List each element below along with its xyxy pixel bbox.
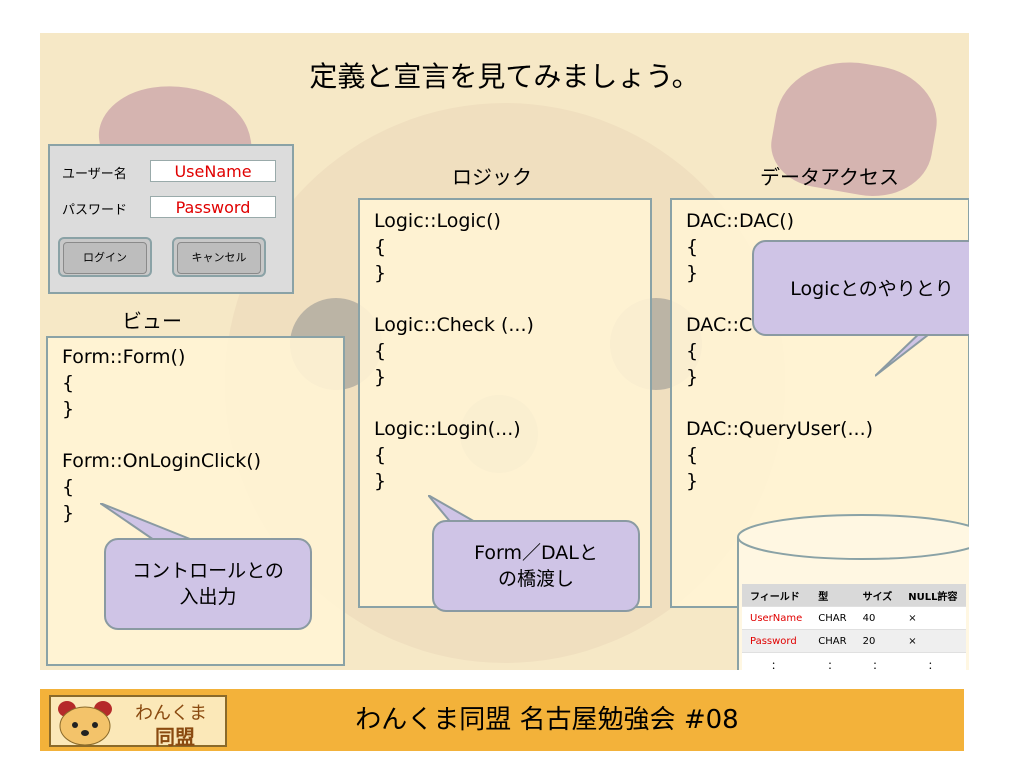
login-button-label: ログイン: [63, 242, 147, 274]
cancel-button-label: キャンセル: [177, 242, 261, 274]
login-button[interactable]: ログイン: [58, 237, 152, 277]
table-row: ： ： ： ：: [742, 652, 966, 670]
logo-text-line2: 同盟: [155, 725, 195, 749]
wankuma-logo: わんくま 同盟: [49, 695, 227, 749]
table-cell: CHAR: [810, 629, 855, 653]
logic-callout: Form／DALと の橋渡し: [432, 520, 640, 612]
table-row: Password CHAR 20 ×: [742, 629, 966, 653]
table-cell: UserName: [742, 606, 811, 630]
dac-heading: データアクセス: [760, 165, 899, 189]
dac-callout: Logicとのやりとり: [752, 240, 969, 336]
logic-callout-text: Form／DALと の橋渡し: [474, 542, 598, 590]
table-cell: 40: [854, 606, 901, 630]
login-form-mockup: ユーザー名 UseName パスワード Password ログイン キャンセル: [48, 144, 294, 294]
table-row: UserName CHAR 40 ×: [742, 606, 966, 630]
column-header: フィールド: [742, 584, 811, 607]
table-header-row: フィールド 型 サイズ NULL許容: [742, 584, 966, 607]
table-cell: ：: [742, 652, 811, 670]
column-header: NULL許容: [900, 584, 966, 607]
table-cell: Password: [742, 629, 811, 653]
dac-callout-text: Logicとのやりとり: [790, 278, 954, 300]
table-cell: ×: [900, 629, 966, 653]
table-cell: ：: [900, 652, 966, 670]
bear-icon: [58, 701, 112, 745]
table-cell: CHAR: [810, 606, 855, 630]
cancel-button[interactable]: キャンセル: [172, 237, 266, 277]
view-callout: コントロールとの 入出力: [104, 538, 312, 630]
footer-bar: わんくま 同盟 わんくま同盟 名古屋勉強会 #08: [40, 689, 964, 751]
slide-title: 定義と宣言を見てみましょう。: [309, 60, 700, 93]
view-code: Form::Form() { } Form::OnLoginClick() { …: [62, 346, 262, 524]
logo-text-line1: わんくま: [135, 703, 207, 724]
dac-callout-tail: [875, 328, 939, 377]
table-cell: 20: [854, 629, 901, 653]
username-label: ユーザー名: [62, 167, 127, 182]
column-header: 型: [810, 584, 855, 607]
table-cell: ：: [854, 652, 901, 670]
view-heading: ビュー: [122, 309, 182, 333]
logic-heading: ロジック: [452, 165, 532, 189]
password-label: パスワード: [62, 203, 128, 218]
column-header: サイズ: [854, 584, 901, 607]
password-input[interactable]: Password: [150, 196, 276, 218]
footer-title: わんくま同盟 名古屋勉強会 #08: [355, 705, 739, 735]
slide: 定義と宣言を見てみましょう。 ユーザー名 UseName パスワード Passw…: [40, 33, 969, 670]
view-callout-text: コントロールとの 入出力: [132, 560, 284, 608]
logic-code: Logic::Logic() { } Logic::Check (...) { …: [374, 210, 534, 492]
table-cell: ：: [810, 652, 855, 670]
username-input[interactable]: UseName: [150, 160, 276, 182]
table-cell: ×: [900, 606, 966, 630]
db-schema-table: フィールド 型 サイズ NULL許容 UserName CHAR 40 × Pa…: [742, 584, 966, 670]
